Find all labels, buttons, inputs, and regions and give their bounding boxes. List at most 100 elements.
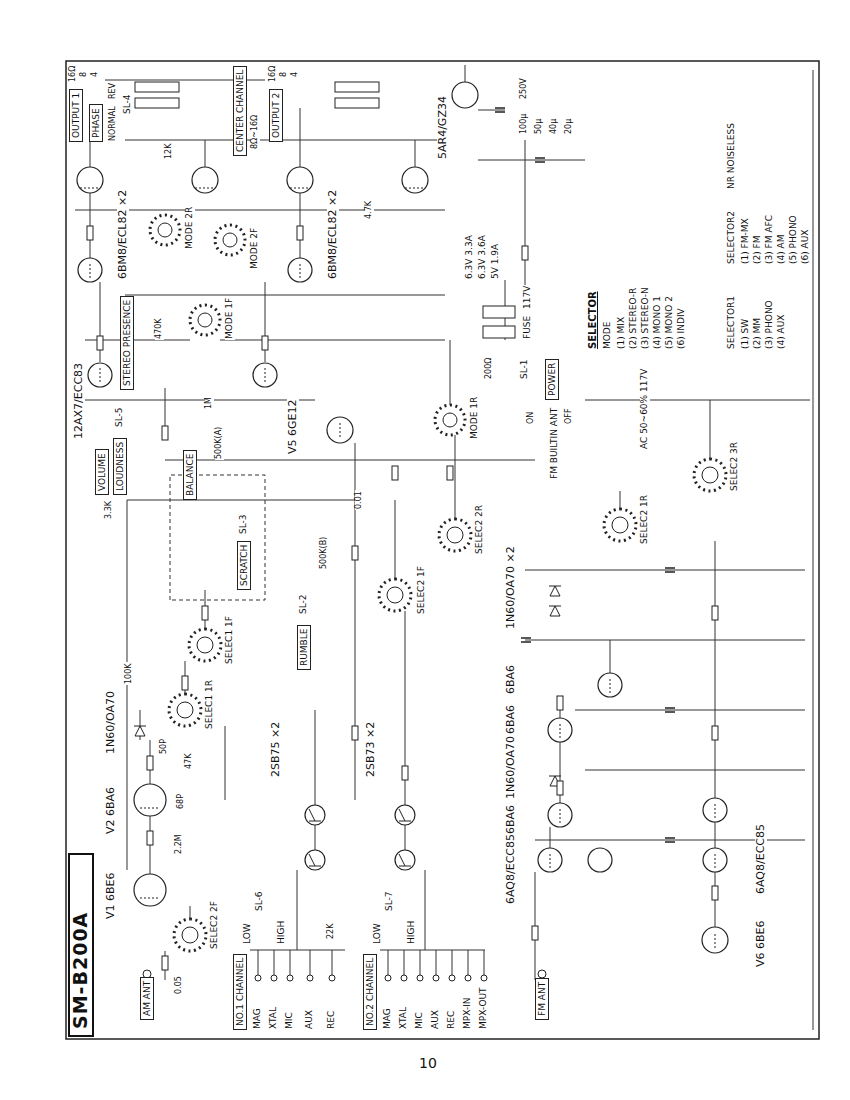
component-label: 16Ω: [69, 65, 78, 83]
component-label: NORMAL: [109, 105, 118, 142]
component-label: 100μ: [520, 113, 529, 135]
symbol-group: [150, 215, 726, 951]
component-label: 4: [291, 71, 300, 78]
component-label: (6) INDIV: [677, 307, 687, 350]
component-label: 1M: [205, 396, 214, 410]
component-label: AC 50~60% 117V: [640, 368, 650, 450]
symbol-circle: [612, 517, 628, 533]
component-symbol: [483, 326, 515, 338]
boxed-label: PHASE: [89, 104, 103, 142]
diode-symbol: [550, 586, 560, 596]
wire-path: [309, 809, 411, 866]
component-label: REC: [327, 1010, 337, 1030]
component-symbol: [522, 246, 528, 260]
symbol-circle: [223, 233, 237, 247]
symbol-group: [143, 970, 546, 981]
component-label: FUSE: [523, 315, 533, 340]
component-label: XTAL: [269, 1006, 279, 1030]
symbol-circle: [190, 305, 220, 335]
symbol-circle: [452, 82, 478, 108]
symbol-circle: [271, 975, 277, 981]
component-label: SL-7: [385, 890, 395, 912]
component-label: 6BA6: [505, 664, 517, 695]
schematic-drawing: [65, 60, 820, 1040]
symbol-circle: [604, 509, 636, 541]
symbol-circle: [77, 167, 103, 193]
component-symbol: [712, 606, 718, 620]
component-label: REC: [447, 1010, 457, 1030]
component-label: MODE 1R: [470, 396, 480, 440]
component-symbol: [147, 831, 153, 845]
component-label: 16Ω: [269, 65, 278, 83]
box-text: STEREO PRESENCE: [122, 300, 132, 386]
symbol-circle: [182, 927, 198, 943]
symbol-circle: [449, 975, 455, 981]
component-label: 250V: [520, 77, 529, 100]
box-text: SCRATCH: [239, 545, 249, 586]
component-label: (2) MM: [753, 317, 763, 350]
component-label: SL-5: [115, 406, 125, 428]
component-label: SELEC1 1R: [205, 679, 215, 730]
component-label: SELEC2 1F: [417, 565, 427, 615]
component-symbol: [135, 98, 179, 108]
component-symbol: [202, 606, 208, 620]
component-label: SL-4: [123, 93, 133, 115]
symbol-circle: [433, 975, 439, 981]
component-label: MPX-OUT: [479, 986, 489, 1030]
symbol-circle: [287, 975, 293, 981]
boxed-label: NO.1 CHANNEL: [233, 954, 247, 1030]
component-label: 6BM8/ECL82 ×2: [327, 189, 339, 280]
wire-path: [134, 586, 561, 776]
component-symbol: [557, 781, 563, 795]
component-symbol: [162, 956, 168, 970]
component-label: MODE 2R: [185, 206, 195, 250]
symbol-circle: [305, 805, 325, 825]
symbol-circle: [150, 215, 180, 245]
box-text: PHASE: [91, 108, 101, 138]
component-label: 5V 1.9A: [491, 243, 501, 280]
symbol-circle: [177, 702, 193, 718]
component-symbol: [402, 766, 408, 780]
component-label: SL-1: [520, 358, 530, 380]
component-label: FM BUILTIN ANT: [550, 407, 560, 480]
component-symbol: [147, 756, 153, 770]
page-number: 10: [418, 1056, 438, 1071]
component-label: SELEC2 2F: [210, 900, 220, 950]
symbol-circle: [702, 467, 718, 483]
component-label: (1) MIX: [617, 316, 627, 350]
component-label: 6AQ8/ECC85: [505, 833, 517, 905]
component-symbol: [97, 336, 103, 350]
component-label: HIGH: [407, 920, 417, 945]
component-label: 2SB73 ×2: [365, 721, 377, 778]
component-label: SELECTOR: [587, 290, 598, 350]
component-label: (2) STEREO-R: [629, 287, 639, 350]
component-label: 8: [280, 71, 289, 78]
wire-path: [75, 65, 813, 1030]
component-label: 4: [91, 71, 100, 78]
component-label: MIC: [285, 1011, 295, 1030]
component-label: SELECTOR1: [727, 295, 737, 350]
component-symbol: [135, 82, 179, 92]
symbol-circle: [588, 848, 612, 872]
symbol-circle: [253, 363, 277, 387]
component-label: 5AR4/GZ34: [437, 95, 449, 160]
component-label: 4.7K: [365, 200, 374, 220]
component-label: SELEC2 1R: [640, 494, 650, 545]
boxed-label: VOLUME: [95, 449, 109, 495]
component-label: 1N60/OA70: [105, 690, 117, 755]
component-label: 0.01: [355, 490, 364, 510]
component-symbol: [162, 426, 168, 440]
component-label: 2.2M: [175, 833, 184, 855]
title-box: SM-B200A: [68, 853, 94, 1037]
component-label: NR NOISELESS: [727, 122, 737, 190]
box-text: AM ANT: [142, 981, 152, 1016]
component-label: SELEC2 3R: [730, 441, 740, 492]
boxed-label: AM ANT: [140, 977, 154, 1020]
boxed-label: BALANCE: [183, 450, 197, 500]
component-label: V6 6BE6: [755, 919, 767, 968]
component-label: 470K: [155, 317, 164, 340]
symbol-circle: [174, 919, 206, 951]
component-symbol: [87, 226, 93, 240]
box-text: RUMBLE: [299, 629, 309, 666]
